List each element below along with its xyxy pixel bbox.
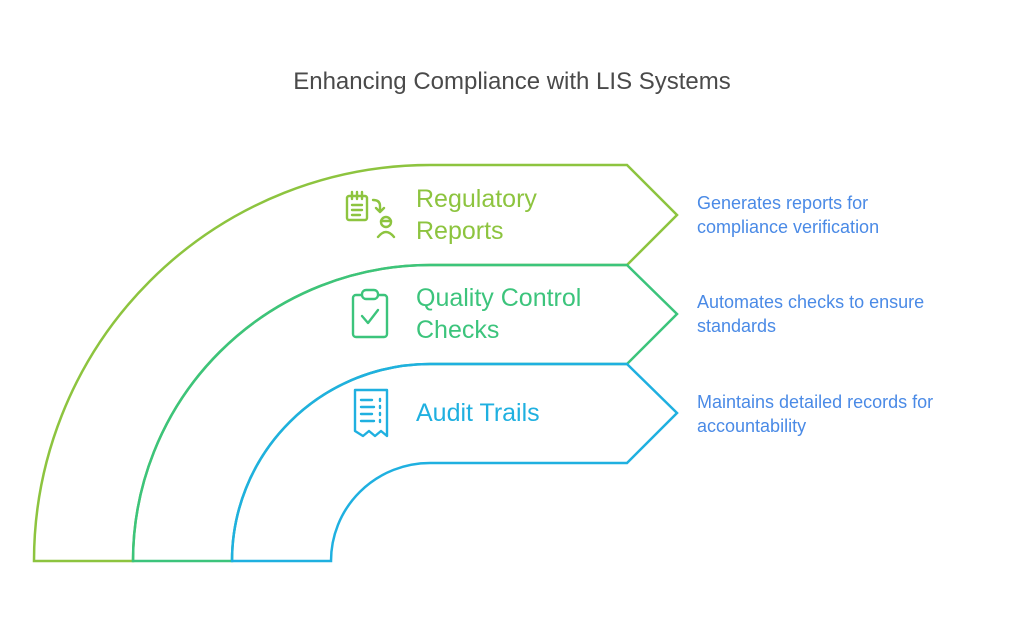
label-quality-control-checks: Quality Control Checks: [416, 282, 581, 346]
label-line: Quality Control: [416, 284, 582, 312]
label-line: Regulatory: [416, 185, 537, 213]
band-audit-trails: [230, 362, 679, 563]
band-quality-control-checks: [131, 263, 679, 563]
label-line: Reports: [416, 217, 504, 245]
label-audit-trails: Audit Trails: [416, 397, 540, 429]
description-regulatory-reports: Generates reports for compliance verific…: [697, 193, 880, 237]
receipt-list-icon: [353, 388, 389, 438]
label-regulatory-reports: Regulatory Reports: [416, 183, 537, 247]
clipboard-check-icon: [351, 288, 389, 339]
clipboard-report-to-person-icon: [345, 190, 396, 239]
description-quality-control-checks: Automates checks to ensure standards: [697, 292, 925, 336]
diagram-title: Enhancing Compliance with LIS Systems: [293, 68, 731, 95]
label-line: Checks: [416, 316, 500, 344]
description-audit-trails: Maintains detailed records for accountab…: [697, 392, 934, 436]
label-line: Audit Trails: [416, 399, 540, 427]
